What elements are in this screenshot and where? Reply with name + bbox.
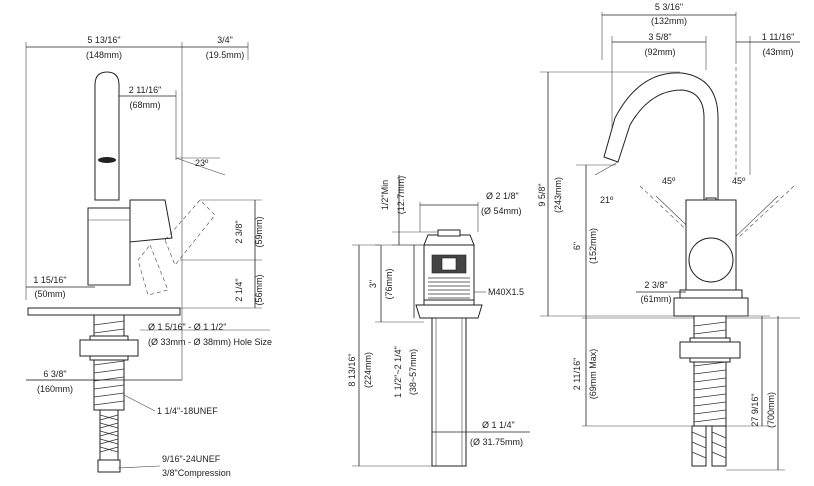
left-supply-len-label: 6 3/8" (43, 369, 66, 379)
right-shank (693, 315, 727, 427)
drain-min-label: 1/2"Min (380, 180, 390, 210)
drain-body-h-label: 3" (368, 280, 378, 288)
right-view: 5 3/16" (132mm) 3 5/8" (92mm) 1 11/16" (… (537, 2, 800, 471)
right-max-label: 2 11/16" (572, 358, 582, 391)
left-connector-thread-label: 9/16"-24UNEF (162, 454, 221, 464)
right-supply-len-mm-label: (700mm) (766, 392, 776, 428)
right-total-h-mm-label: (243mm) (553, 177, 563, 213)
left-handle-h-label: 2 3/8" (234, 220, 244, 243)
left-base-h-label: 2 1/4" (234, 278, 244, 301)
left-angle-label: 23º (195, 158, 209, 168)
right-width-label: 5 3/16" (655, 2, 683, 12)
right-base (673, 297, 749, 317)
left-spout (94, 71, 120, 201)
right-base-dia-label: 2 3/8" (644, 280, 667, 290)
left-base-dia-mm-label: (50mm) (35, 289, 66, 299)
drain-thread-label: M40X1.5 (488, 287, 524, 297)
left-mount-nut (79, 339, 139, 357)
left-supply-len-mm-label: (160mm) (37, 384, 73, 394)
drain-tailpipe (431, 317, 467, 467)
drain-range-mm-label: (38~57mm) (408, 349, 418, 395)
right-offset-mm-label: (43mm) (763, 47, 794, 57)
left-body (87, 207, 131, 286)
right-spout-h-mm-label: (152mm) (588, 228, 598, 264)
right-spout-angle-label: 21º (600, 195, 614, 205)
drain-range-label: 1 1/2"~2 1/4" (393, 346, 403, 398)
drain-tail-dia-mm-label: (Ø 31.75mm) (470, 437, 523, 447)
left-base-plate (27, 307, 181, 316)
left-handle (129, 199, 173, 243)
drain-cap-dia-mm-label: (Ø 54mm) (481, 206, 522, 216)
right-max-mm-label: (69mm Max) (588, 349, 598, 400)
right-mount-nut (679, 341, 741, 359)
drain-view: Ø 2 1/8" (Ø 54mm) 1/2"Min (12.7mm) M40X1… (347, 175, 530, 467)
left-offset-mm-label: (19.5mm) (206, 50, 245, 60)
right-supply-line-2 (711, 425, 727, 467)
right-spout-h-label: 6" (572, 242, 582, 250)
left-handle-h-mm-label: (59mm) (254, 216, 264, 247)
left-width-mm-label: (148mm) (86, 50, 122, 60)
left-base-h-mm-label: (56mm) (254, 274, 264, 305)
left-connector (97, 459, 121, 473)
right-width-mm-label: (132mm) (651, 16, 687, 26)
left-aerator (98, 157, 116, 163)
left-reach-label: 2 11/16" (129, 85, 162, 95)
left-hole-mm-label: (Ø 33mm - Ø 38mm) Hole Size (148, 337, 272, 347)
drain-tail-dia-label: Ø 1 1/4" (482, 420, 515, 430)
left-view: 5 13/16" (148mm) 3/4" (19.5mm) 2 11/16" … (25, 35, 272, 478)
right-spout (603, 72, 719, 201)
right-supply-line-1 (691, 425, 707, 467)
drain-body-h-mm-label: (76mm) (384, 268, 394, 299)
drain-total-h-label: 8 13/16" (347, 353, 357, 386)
left-hole-label: Ø 1 5/16" - Ø 1 1/2" (148, 322, 226, 332)
left-base-dia-label: 1 15/16" (33, 275, 66, 285)
right-angle-left-label: 45º (662, 176, 676, 186)
left-connector-label: 3/8"Compression (162, 468, 231, 478)
right-total-h-label: 9 5/8" (537, 183, 547, 206)
drain-total-h-mm-label: (224mm) (363, 352, 373, 388)
right-reach-mm-label: (92mm) (645, 47, 676, 57)
right-handle-knob (688, 237, 734, 283)
drain-min-mm-label: (12.7mm) (396, 176, 406, 215)
left-thread-label: 1 1/4"-18UNEF (157, 406, 218, 416)
drain-nut (415, 304, 483, 319)
right-reach-label: 3 5/8" (648, 32, 671, 42)
left-width-label: 5 13/16" (87, 35, 120, 45)
left-offset-label: 3/4" (217, 35, 233, 45)
right-supply-len-label: 27 9/16" (750, 393, 760, 426)
right-offset-label: 1 11/16" (762, 32, 795, 42)
left-reach-mm-label: (68mm) (130, 100, 161, 110)
right-base-dia-mm-label: (61mm) (641, 294, 672, 304)
right-angle-right-label: 45º (732, 176, 746, 186)
drain-cap-dia-label: Ø 2 1/8" (486, 191, 519, 201)
